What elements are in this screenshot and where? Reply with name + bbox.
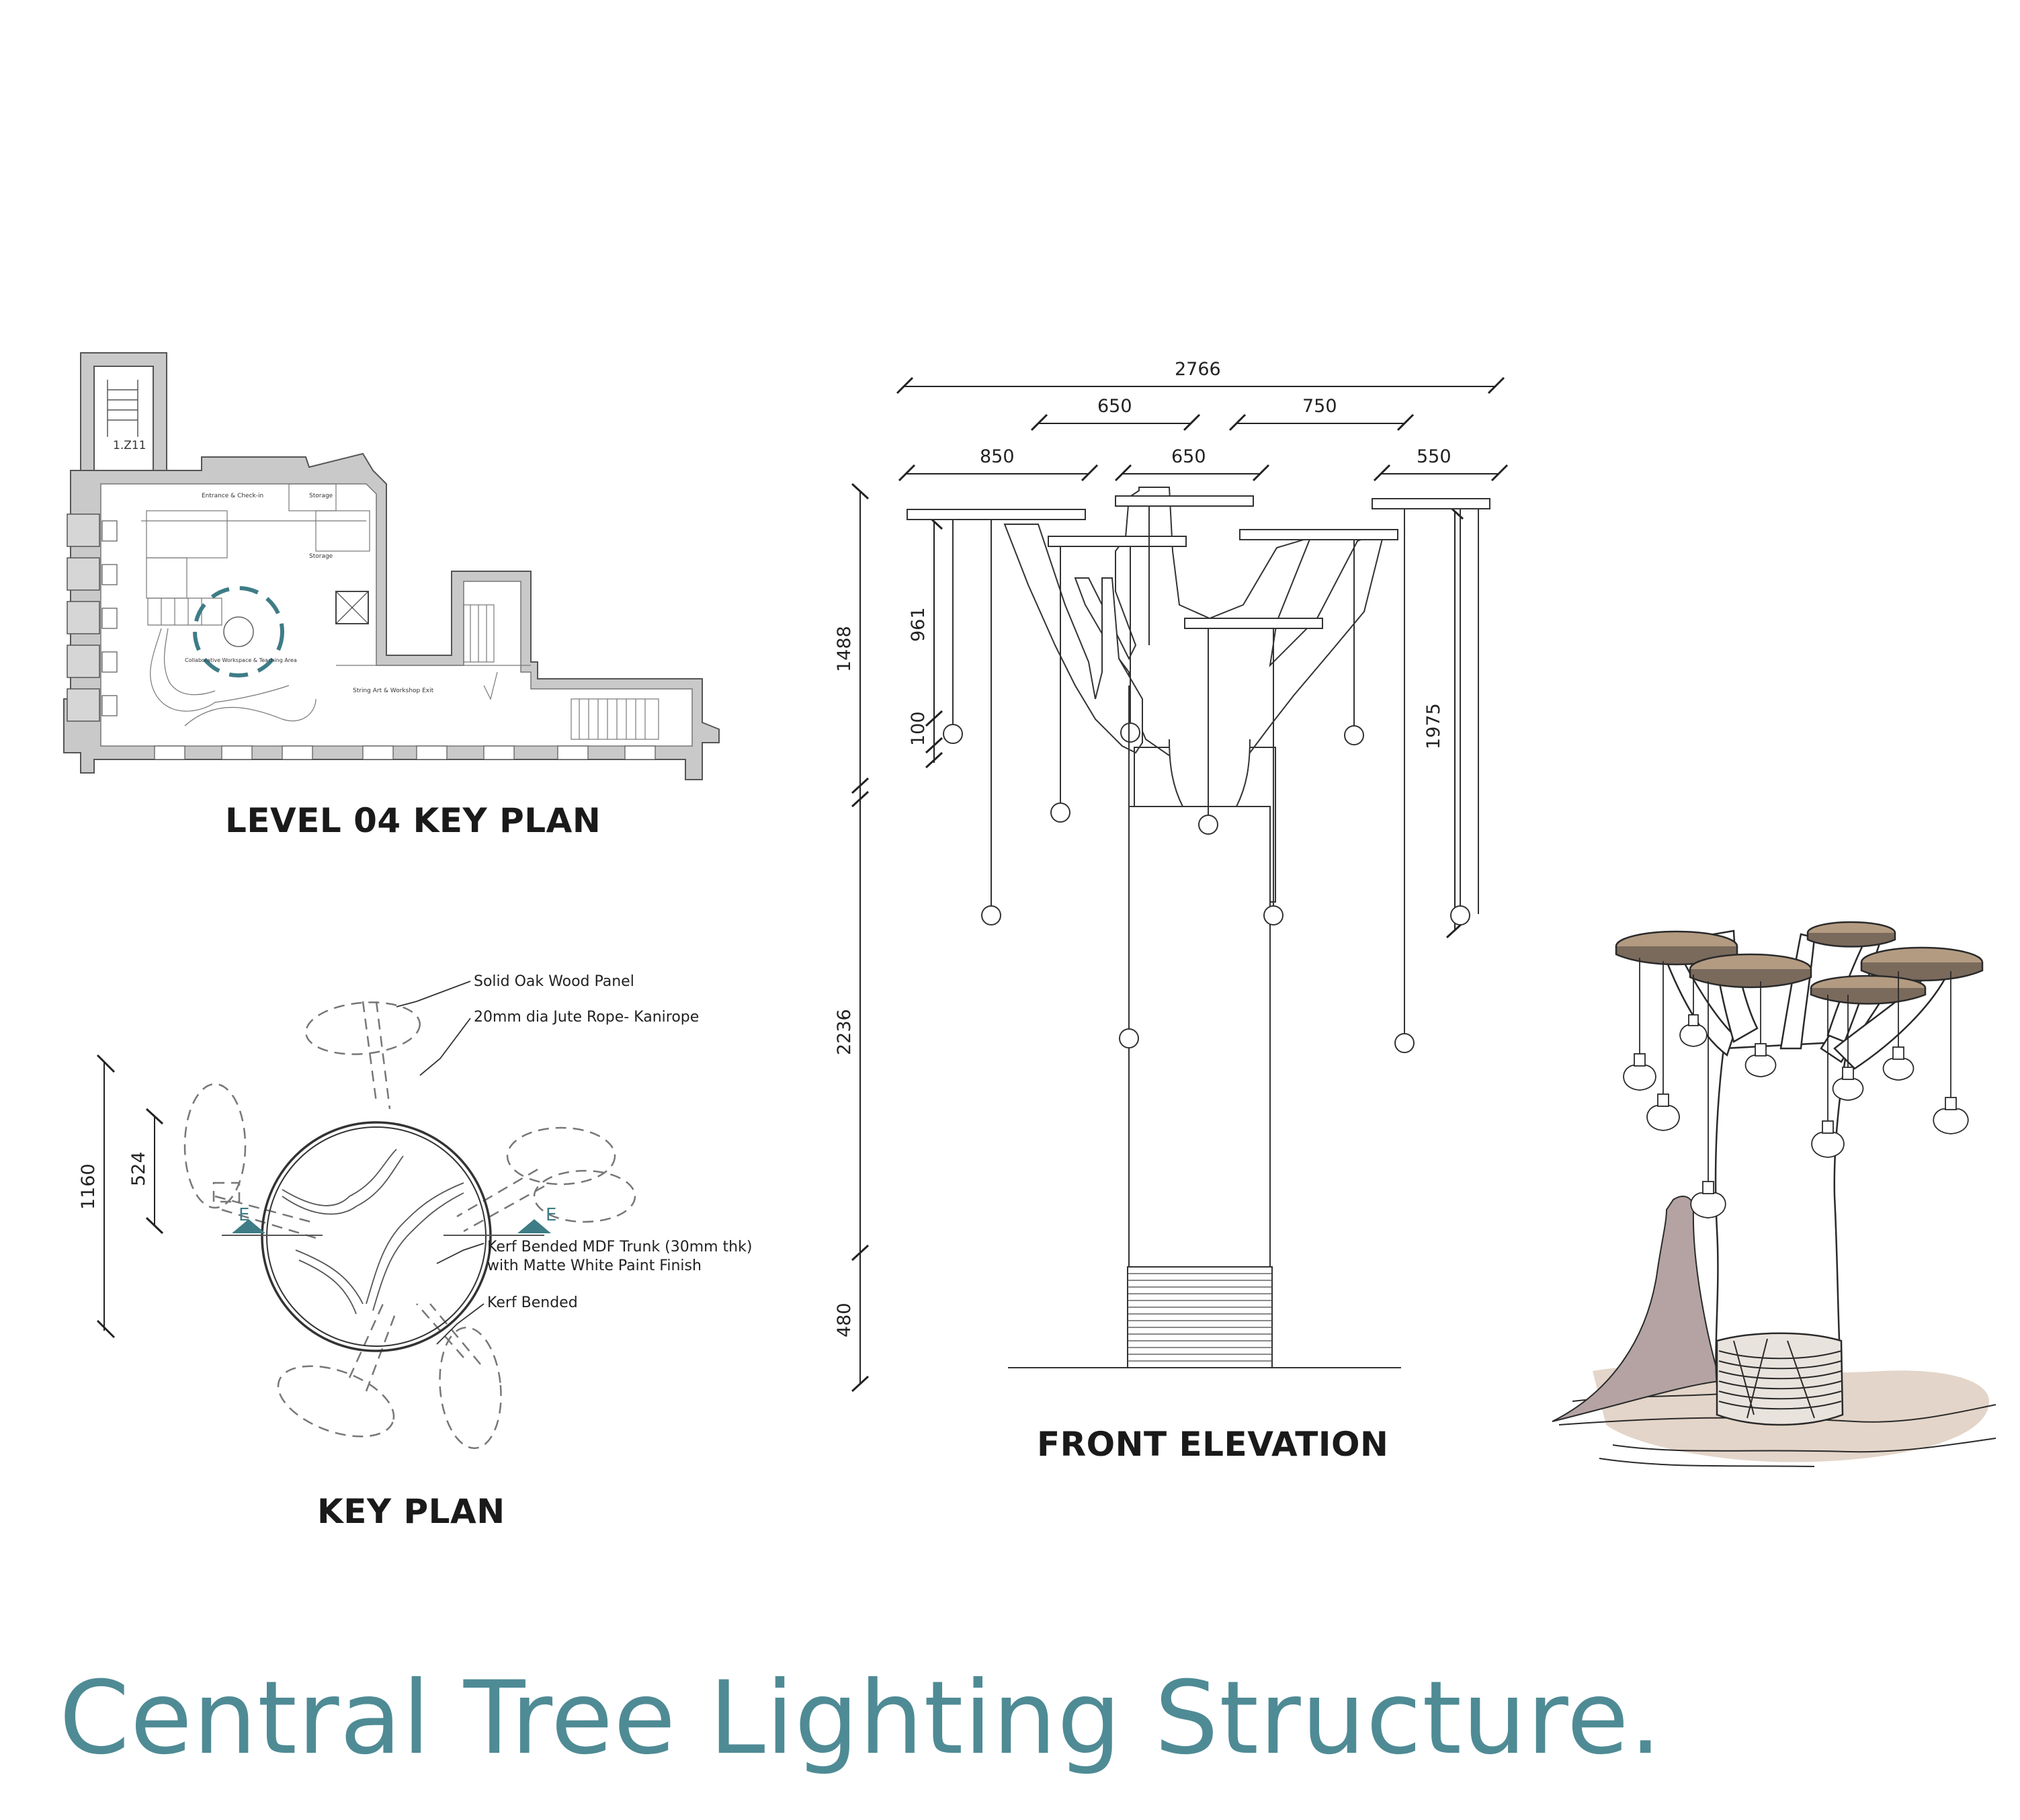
plan-label-storage-1: Storage bbox=[309, 493, 333, 499]
note-jute-rope: 20mm dia Jute Rope- Kanirope bbox=[474, 1009, 699, 1026]
dim-524: 524 bbox=[128, 1151, 149, 1186]
floor-plan-drawing: 1.Z11 bbox=[63, 352, 720, 780]
dim-650-top: 650 bbox=[1097, 396, 1132, 417]
dim-650: 650 bbox=[1171, 446, 1206, 467]
tree-sketch bbox=[1532, 793, 2016, 1505]
front-elevation: 2766 650 750 850 650 550 1488 2236 480 9… bbox=[806, 323, 1546, 1505]
note-paint-finish: with Matte White Paint Finish bbox=[487, 1257, 702, 1274]
key-plan: E E 1160 524 Solid Oak Wood Panel 20mm d… bbox=[0, 927, 806, 1546]
dim-1160: 1160 bbox=[78, 1163, 99, 1210]
dim-550: 550 bbox=[1417, 446, 1451, 467]
key-plan-drawing: E E 1160 524 Solid Oak Wood Panel 20mm d… bbox=[78, 973, 752, 1449]
plan-label-entrance: Entrance & Check-in bbox=[202, 493, 263, 499]
page-title: Central Tree Lighting Structure. bbox=[59, 1660, 1663, 1777]
note-oak-panel: Solid Oak Wood Panel bbox=[474, 973, 634, 990]
dim-2766: 2766 bbox=[1175, 359, 1221, 380]
key-plan-caption: KEY PLAN bbox=[317, 1492, 505, 1531]
front-elevation-caption: FRONT ELEVATION bbox=[1037, 1425, 1389, 1464]
note-mdf-trunk: Kerf Bended MDF Trunk (30mm thk) bbox=[487, 1239, 752, 1255]
dim-961: 961 bbox=[908, 607, 929, 642]
level04-key-plan-caption: LEVEL 04 KEY PLAN bbox=[225, 801, 601, 840]
dim-100: 100 bbox=[908, 711, 929, 746]
plan-label-collab: Collaborative Workspace & Teaching Area bbox=[185, 657, 297, 663]
dim-850: 850 bbox=[980, 446, 1015, 467]
tree-sketch-drawing bbox=[1552, 921, 1996, 1467]
dim-750: 750 bbox=[1302, 396, 1337, 417]
plan-label-storage-2: Storage bbox=[309, 553, 333, 560]
dim-2236: 2236 bbox=[834, 1009, 855, 1055]
plan-label-stair: 1.Z11 bbox=[113, 439, 146, 452]
section-marker-right: E bbox=[546, 1205, 556, 1225]
level04-key-plan: 1.Z11 bbox=[0, 0, 739, 860]
dim-1488: 1488 bbox=[834, 626, 855, 672]
front-elevation-drawing: 2766 650 750 850 650 550 1488 2236 480 9… bbox=[834, 359, 1509, 1393]
dim-1975: 1975 bbox=[1423, 703, 1444, 749]
plan-label-workshop: String Art & Workshop Exit bbox=[353, 688, 434, 694]
note-kerf-bended: Kerf Bended bbox=[487, 1294, 578, 1311]
dim-480: 480 bbox=[834, 1302, 855, 1337]
section-marker-left: E bbox=[239, 1205, 249, 1225]
